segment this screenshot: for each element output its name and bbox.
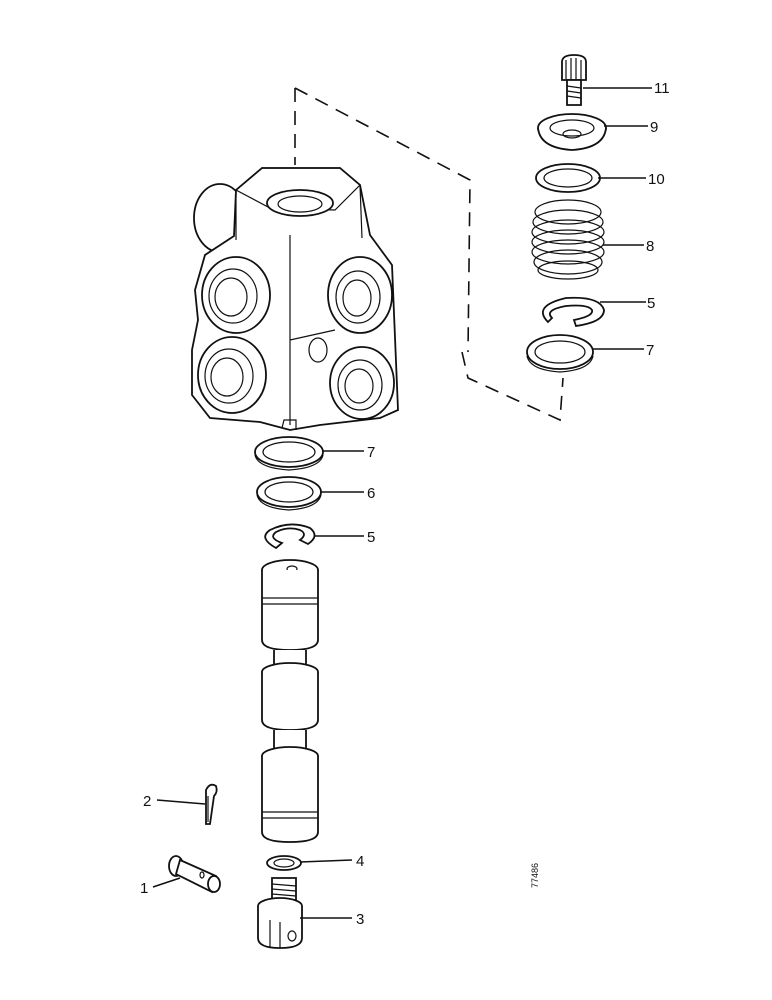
washer-10 xyxy=(535,163,601,193)
callout-10: 10 xyxy=(648,171,665,188)
spring-8 xyxy=(531,199,605,280)
backup-ring-6 xyxy=(256,476,322,511)
callout-5-upper: 5 xyxy=(647,295,655,312)
callout-5-lower: 5 xyxy=(367,529,375,546)
callout-8: 8 xyxy=(646,238,654,255)
callout-4: 4 xyxy=(356,853,364,870)
seal-7-upper xyxy=(526,334,594,373)
callout-9: 9 xyxy=(650,119,658,136)
callout-2: 2 xyxy=(143,793,151,810)
spring-cap-9 xyxy=(537,113,607,151)
callout-11: 11 xyxy=(654,80,670,97)
callout-6: 6 xyxy=(367,485,375,502)
split-pin-2 xyxy=(205,783,218,825)
callout-1: 1 xyxy=(140,880,148,897)
circlip-5-lower xyxy=(264,523,316,550)
circlip-5-upper xyxy=(542,296,605,327)
leader-lines xyxy=(152,87,652,919)
seal-7-lower xyxy=(254,436,324,471)
callout-7-upper: 7 xyxy=(646,342,654,359)
callout-labels: 11 9 10 8 5 7 7 6 5 2 4 1 3 xyxy=(140,80,670,928)
callout-3: 3 xyxy=(356,911,364,928)
clevis-3 xyxy=(257,877,303,949)
clevis-pin-1 xyxy=(168,855,221,894)
drawing-reference-number: 77486 xyxy=(530,863,540,888)
callout-7-lower: 7 xyxy=(367,444,375,461)
valve-body xyxy=(191,167,399,431)
cap-screw-11 xyxy=(561,54,587,106)
washer-4 xyxy=(266,855,302,871)
alignment-dashed-path xyxy=(294,87,564,422)
spool xyxy=(261,559,319,843)
